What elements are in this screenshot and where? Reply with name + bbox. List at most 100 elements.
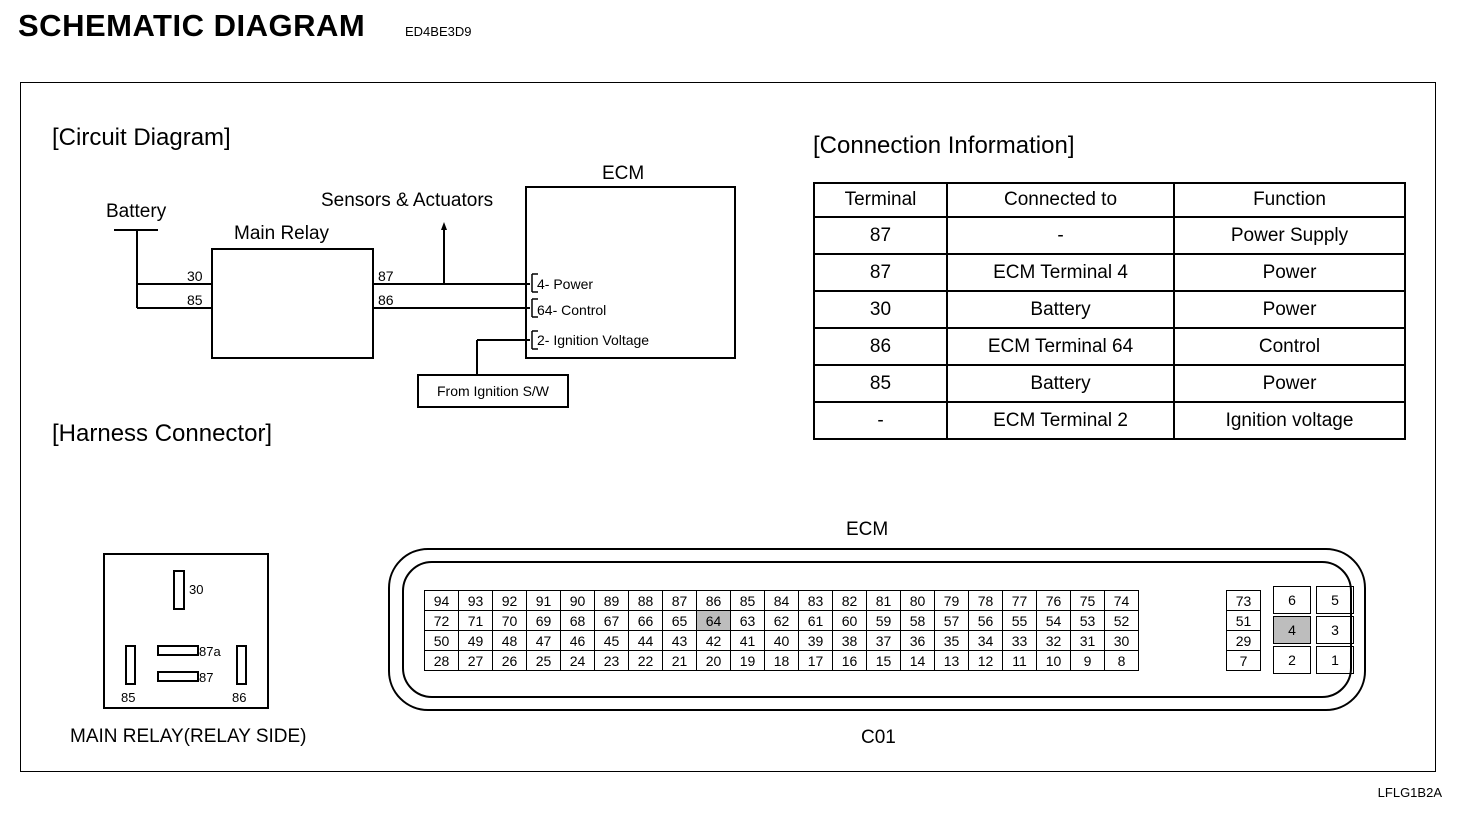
ecm-pin: 69 <box>526 610 561 631</box>
ecm-pin: 16 <box>832 650 867 671</box>
ecm-pin: 8 <box>1104 650 1139 671</box>
ecm-pin: 35 <box>934 630 969 651</box>
ecm-pin: 55 <box>1002 610 1037 631</box>
ecm-connector-code: C01 <box>861 727 896 748</box>
ecm-pin: 26 <box>492 650 527 671</box>
page-title: SCHEMATIC DIAGRAM <box>18 8 366 43</box>
ecm-pin: 79 <box>934 590 969 611</box>
ecm-pin-highlighted: 4 <box>1273 616 1311 644</box>
ecm-pin: 2 <box>1273 646 1311 674</box>
relay-terminal-30-label: 30 <box>189 582 204 597</box>
ecm-pin: 19 <box>730 650 765 671</box>
ecm-pin: 85 <box>730 590 765 611</box>
ecm-pin: 28 <box>424 650 459 671</box>
ecm-pin: 91 <box>526 590 561 611</box>
ecm-pin: 94 <box>424 590 459 611</box>
ecm-pin: 83 <box>798 590 833 611</box>
ignition-switch-box: From Ignition S/W <box>417 374 569 408</box>
pin-row: 29 <box>1226 630 1261 651</box>
harness-connector-heading: [Harness Connector] <box>52 420 273 447</box>
column-header-terminal: Terminal <box>813 182 948 218</box>
ecm-pin: 74 <box>1104 590 1139 611</box>
ecm-pin: 58 <box>900 610 935 631</box>
ecm-pin-ignition: 2- Ignition Voltage <box>537 332 649 348</box>
ecm-pin: 50 <box>424 630 459 651</box>
ecm-pin: 25 <box>526 650 561 671</box>
ecm-pin: 48 <box>492 630 527 651</box>
ecm-pin: 23 <box>594 650 629 671</box>
ecm-pin: 11 <box>1002 650 1037 671</box>
cell-connected-to: - <box>946 216 1175 255</box>
ecm-pin: 39 <box>798 630 833 651</box>
circuit-diagram-heading: [Circuit Diagram] <box>52 124 231 151</box>
ecm-pin: 43 <box>662 630 697 651</box>
main-relay-caption: MAIN RELAY(RELAY SIDE) <box>70 726 307 747</box>
connection-info-heading: [Connection Information] <box>813 132 1075 159</box>
ecm-pin: 18 <box>764 650 799 671</box>
ecm-pin: 24 <box>560 650 595 671</box>
ecm-pin: 40 <box>764 630 799 651</box>
ecm-pin: 20 <box>696 650 731 671</box>
ecm-pin: 70 <box>492 610 527 631</box>
ecm-pin: 67 <box>594 610 629 631</box>
relay-terminal-86-label: 86 <box>232 690 247 705</box>
ecm-pin: 71 <box>458 610 493 631</box>
ecm-pin: 15 <box>866 650 901 671</box>
ecm-pin: 10 <box>1036 650 1071 671</box>
cell-connected-to: ECM Terminal 4 <box>946 253 1175 292</box>
ecm-box <box>525 186 736 359</box>
ecm-pin: 21 <box>662 650 697 671</box>
ecm-pin: 61 <box>798 610 833 631</box>
ecm-pin-power-name: - Power <box>544 276 594 292</box>
cell-function: Power Supply <box>1173 216 1406 255</box>
pin-row: 73 <box>1226 590 1261 611</box>
cell-function: Power <box>1173 253 1406 292</box>
ecm-pin: 80 <box>900 590 935 611</box>
ecm-pin-control-name: - Control <box>552 302 607 318</box>
cell-connected-to: ECM Terminal 64 <box>946 327 1175 366</box>
ecm-pin: 37 <box>866 630 901 651</box>
ecm-pin: 62 <box>764 610 799 631</box>
ecm-pin: 33 <box>1002 630 1037 651</box>
ecm-pin: 34 <box>968 630 1003 651</box>
ecm-pin-control-number: 64 <box>537 302 553 318</box>
ecm-pin: 60 <box>832 610 867 631</box>
main-relay-box <box>211 248 374 359</box>
cell-terminal: 30 <box>813 290 948 329</box>
ecm-pin-ignition-number: 2 <box>537 332 545 348</box>
ecm-pin: 27 <box>458 650 493 671</box>
ecm-pin: 63 <box>730 610 765 631</box>
ecm-pin: 93 <box>458 590 493 611</box>
relay-terminal-85-label: 85 <box>121 690 136 705</box>
ecm-pin: 76 <box>1036 590 1071 611</box>
ecm-pin: 30 <box>1104 630 1139 651</box>
ecm-pin: 42 <box>696 630 731 651</box>
ecm-pin: 47 <box>526 630 561 651</box>
ecm-pin: 31 <box>1070 630 1105 651</box>
cell-terminal: 87 <box>813 216 948 255</box>
ecm-pin: 54 <box>1036 610 1071 631</box>
ecm-pin: 66 <box>628 610 663 631</box>
cell-function: Power <box>1173 290 1406 329</box>
ecm-pin: 22 <box>628 650 663 671</box>
ecm-pin-highlighted: 64 <box>696 610 731 631</box>
ecm-pin: 38 <box>832 630 867 651</box>
ecm-mid-pin-block: 6 4 2 <box>1273 586 1311 674</box>
ecm-pin-power-number: 4 <box>537 276 545 292</box>
ecm-pin: 46 <box>560 630 595 651</box>
relay-pin-85-label: 85 <box>187 292 203 308</box>
relay-terminal-86 <box>236 645 247 685</box>
relay-terminal-87 <box>157 671 199 682</box>
relay-terminal-85 <box>125 645 136 685</box>
ecm-pin: 49 <box>458 630 493 651</box>
ecm-label: ECM <box>602 163 645 184</box>
cell-connected-to: ECM Terminal 2 <box>946 401 1175 440</box>
ecm-pin: 9 <box>1070 650 1105 671</box>
ecm-pin: 88 <box>628 590 663 611</box>
ecm-pin-control: 64- Control <box>537 302 606 318</box>
ecm-pin: 57 <box>934 610 969 631</box>
pin-row: 51 <box>1226 610 1261 631</box>
table-row: 30 Battery Power <box>813 290 1406 329</box>
